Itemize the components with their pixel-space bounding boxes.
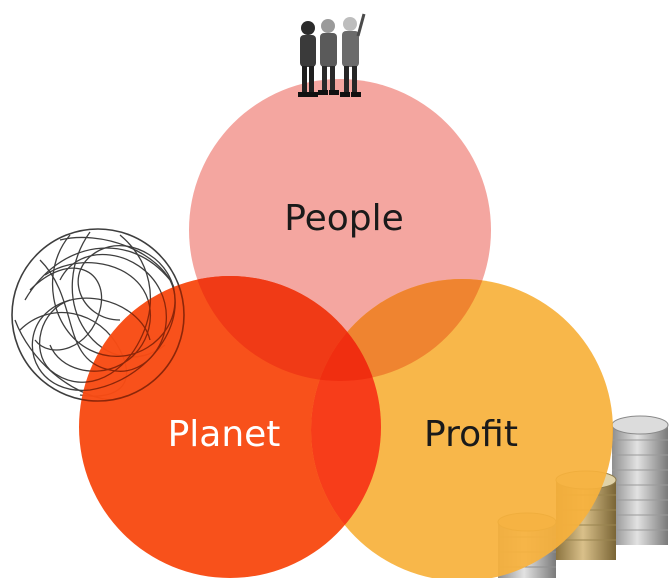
- people-profit-overlap: [311, 279, 491, 381]
- planet-label: Planet: [168, 414, 281, 455]
- profit-label: Profit: [424, 414, 518, 455]
- people-standing-illustration: [298, 13, 366, 97]
- people-planet-overlap: [189, 276, 381, 381]
- people-label: People: [284, 198, 404, 239]
